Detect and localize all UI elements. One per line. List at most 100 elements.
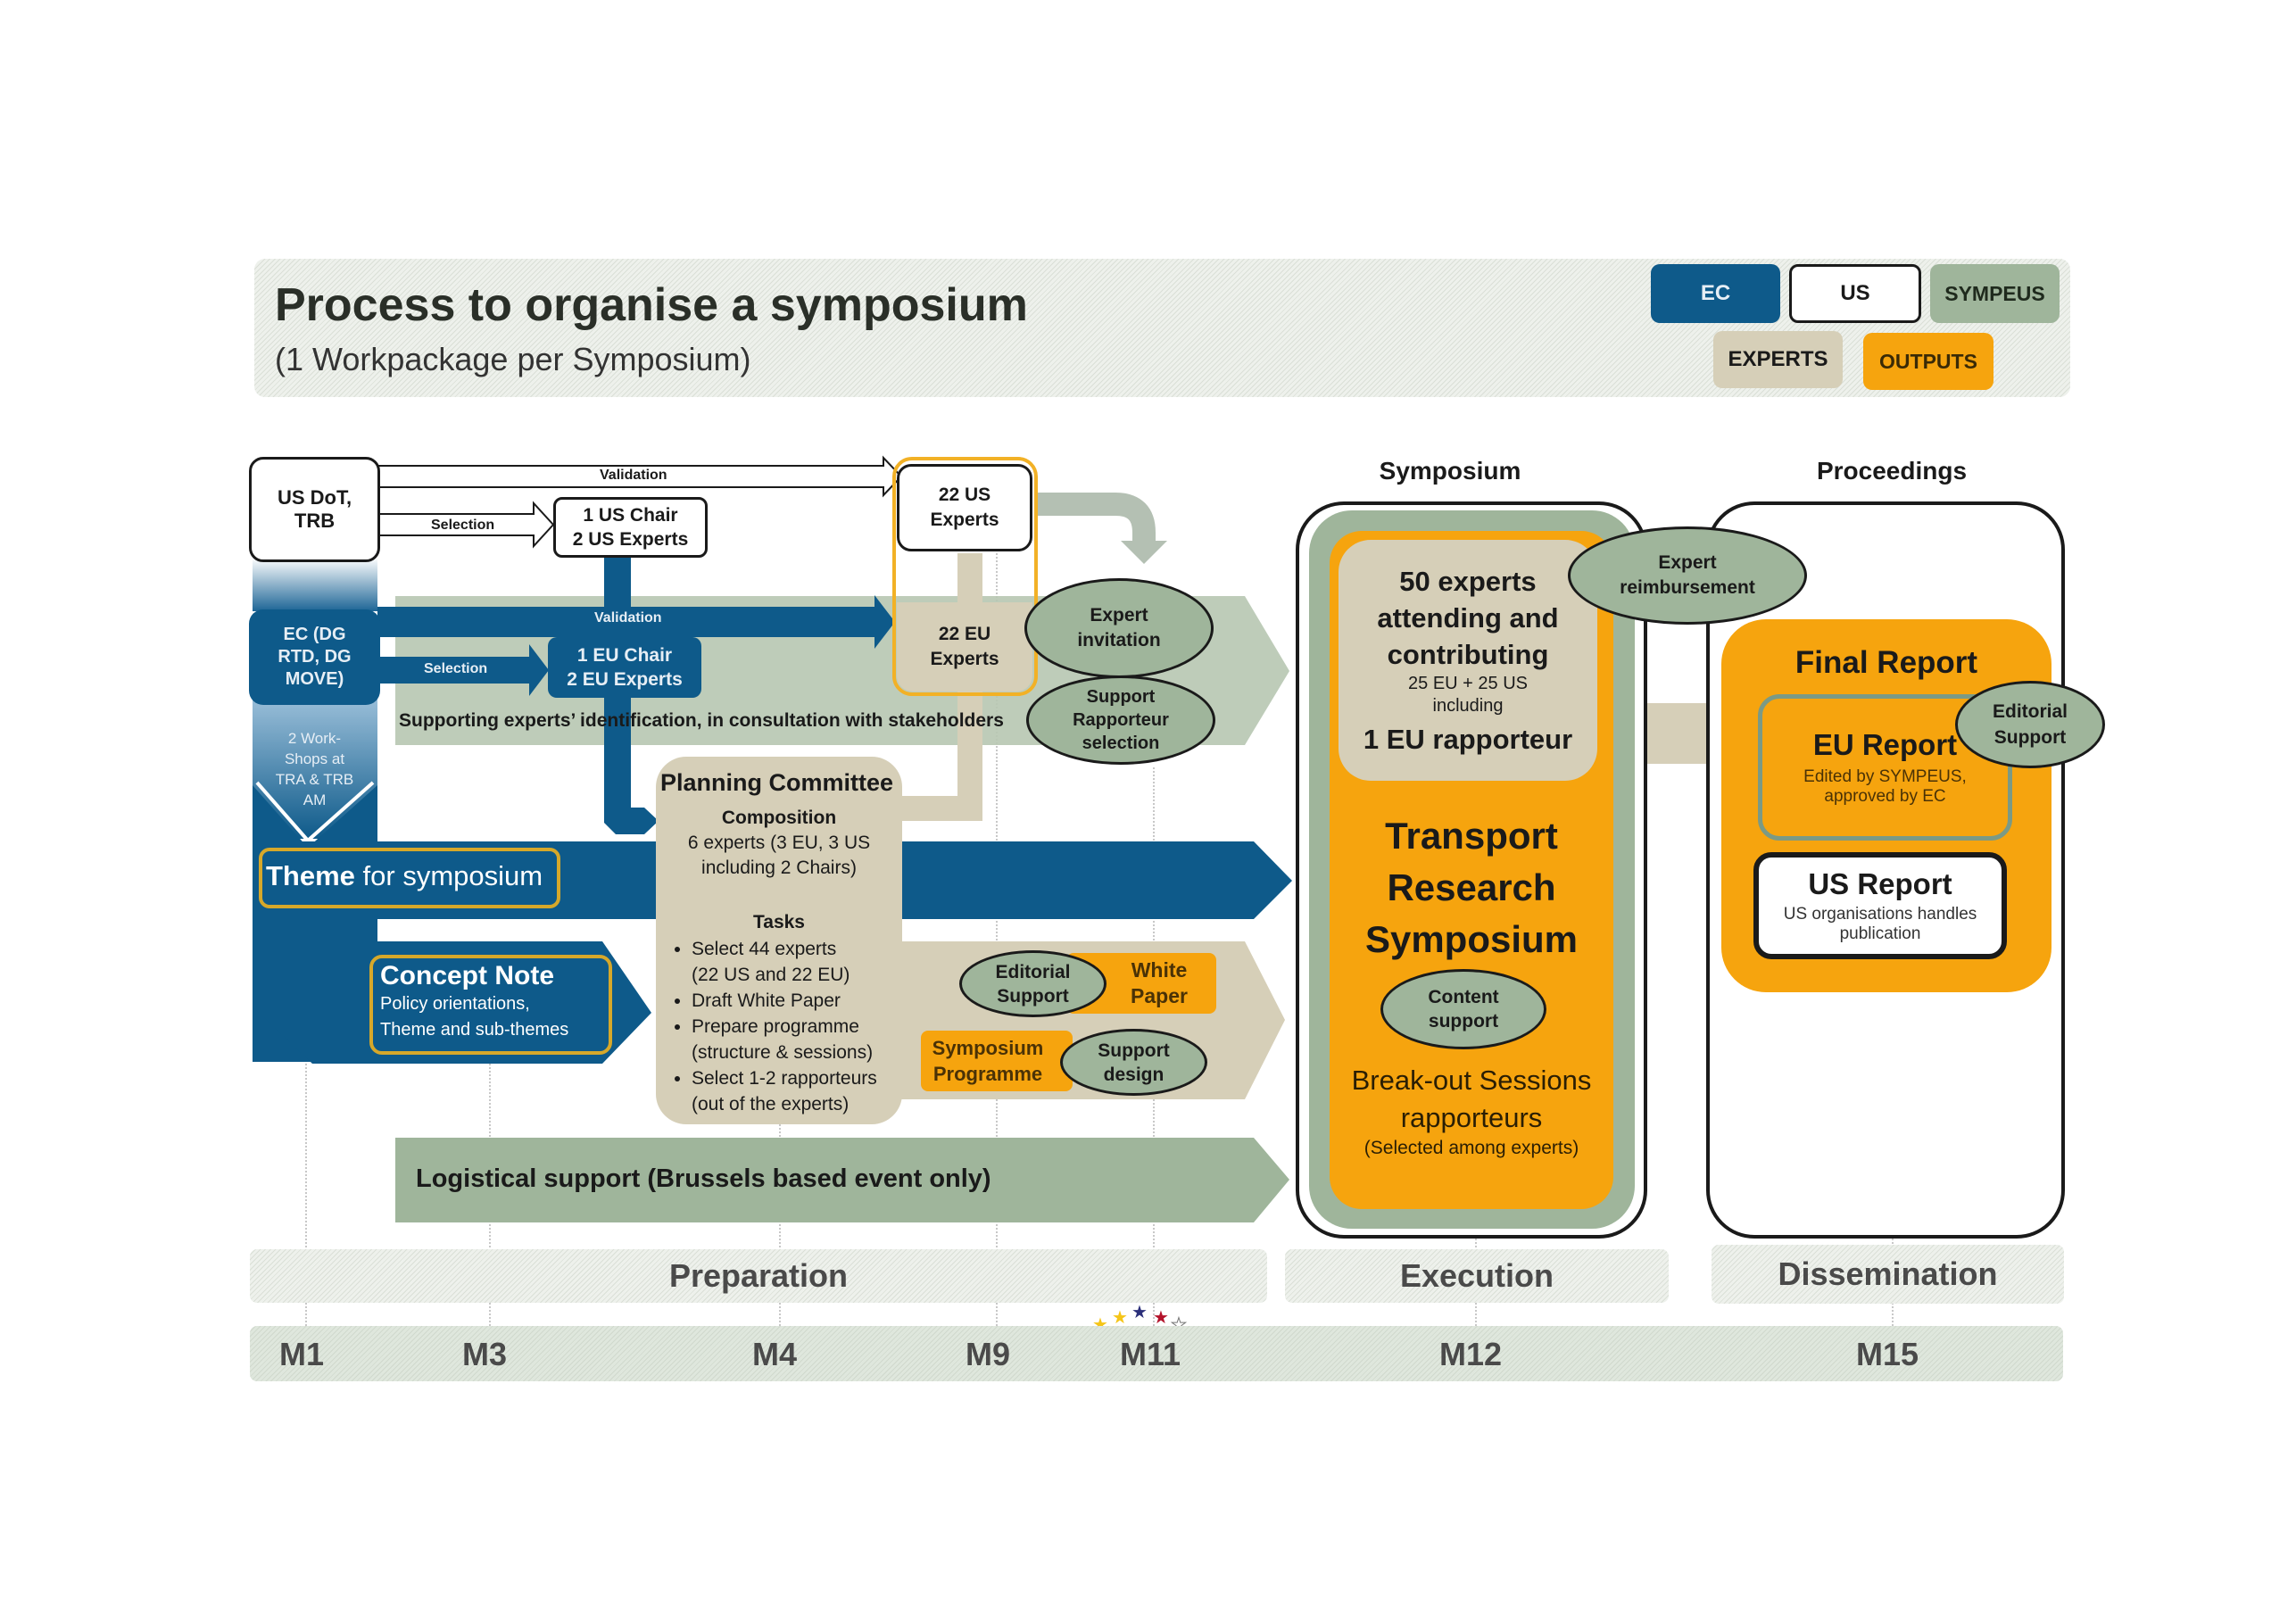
ellipse-line: invitation [1077,630,1161,650]
symposium-heading: Symposium [1379,457,1521,485]
tasks-label: Tasks [753,912,805,932]
ec-selection-arrowhead [529,644,549,696]
experts-line: contributing [1387,639,1549,670]
symposium-title-line: Research [1387,866,1556,908]
concept-title: Concept Note [380,961,554,990]
concept-line: Policy orientations, [380,994,530,1014]
experts-line: attending and [1377,602,1559,634]
legend-sympeus: SYMPEUS [1930,264,2060,323]
eu-experts-line: Experts [930,649,999,669]
phase-label: Preparation [668,1257,849,1294]
tasks-list: Select 44 experts(22 US and 22 EU) Draft… [660,936,901,1117]
us-selection-arrow [377,501,555,549]
experts-frame [892,457,1038,696]
ellipse-line: selection [1082,733,1160,753]
symposium-title: Transport Research Symposium [1330,810,1613,965]
phase-label: Execution [1399,1257,1554,1294]
experts-connector-horizontal [892,796,982,821]
ellipse-line: Expert [1658,552,1717,573]
us-report-note: publication [1839,924,1921,943]
logistics-band [395,1138,1289,1222]
legend-us-label: US [1840,281,1870,305]
symposium-title-line: Transport [1385,815,1558,857]
output-line: Symposium [932,1037,1044,1059]
month-label: M3 [462,1336,508,1372]
symposium-title-line: Symposium [1364,918,1579,960]
eu-report-title: EU Report [1812,728,1958,761]
output-line: Programme [932,1063,1043,1085]
eu-report-box: EU Report Edited by SYMPEUS, approved by… [1758,694,2012,841]
us-chair-box: 1 US Chair 2 US Experts [553,497,708,558]
ec-actor-label: EC (DG RTD, DG MOVE) [278,625,352,689]
experts-line: 50 experts [1399,566,1537,597]
symposium-experts-box: 50 experts attending and contributing 25… [1339,540,1597,781]
planning-composition: Composition 6 experts (3 EU, 3 US includ… [656,806,902,881]
ellipse-line: Support [1098,1040,1170,1061]
us-actor-label: US DoT, TRB [277,486,352,532]
month-label: M1 [279,1336,325,1372]
month-label: M12 [1439,1336,1503,1372]
eu-us-stars-icon: ★ ★ ★ ★ ★ [1089,1298,1196,1336]
output-line: White [1131,958,1188,982]
legend-experts: EXPERTS [1713,331,1843,388]
us-experts-curve-arrow [1038,493,1156,544]
chair-connector-head [604,808,659,834]
workshop-chevron-outline [255,781,375,843]
ec-actor-box: EC (DG RTD, DG MOVE) [249,609,380,705]
ellipse-line: Support [1993,727,2067,748]
breakout-sessions: Break-out Sessions rapporteurs (Selected… [1330,1062,1613,1160]
stars-svg: ★ ★ ★ ★ ★ [1092,1303,1187,1336]
breakout-line: rapporteurs [1400,1102,1543,1133]
phase-label: Dissemination [1778,1255,1998,1292]
ellipse-line: Editorial [1992,701,2068,722]
proceedings-heading: Proceedings [1816,457,1968,485]
eu-chair-line: 2 EU Experts [567,669,683,690]
us-report-box: US Report US organisations handles publi… [1753,852,2007,959]
star-icon: ★ [1131,1303,1148,1322]
eu-chair-box: 1 EU Chair 2 EU Experts [548,637,701,698]
legend-us: US [1789,264,1921,323]
breakout-note: (Selected among experts) [1364,1138,1579,1158]
us-dot-trb-box: US DoT, TRB [249,457,380,562]
experts-split: including [1432,696,1504,716]
concept-note-box: Concept Note Policy orientations, Theme … [369,955,612,1055]
breakout-line: Break-out Sessions [1351,1065,1592,1096]
workshops-label: 2 Work-Shops at TRA & TRB AM [275,730,354,808]
ec-selection-label: Selection [424,661,488,676]
task-item: Prepare programme(structure & sessions) [692,1014,901,1065]
us-experts-line: Experts [930,510,999,530]
legend-outputs: OUTPUTS [1863,333,1993,390]
ellipse-line: Support [997,985,1069,1007]
eu-report-note: approved by EC [1824,787,1946,806]
support-design-ellipse: Support design [1060,1029,1207,1096]
legend-experts-label: EXPERTS [1728,347,1828,371]
ellipse-line: Rapporteur [1073,710,1169,730]
planning-committee-box [656,757,902,1124]
experts-split: 25 EU + 25 US [1408,674,1528,693]
theme-rest: for symposium [354,860,543,891]
content-support-ellipse: Content support [1380,969,1546,1049]
us-selection-label: Selection [431,518,495,533]
phase-execution: Execution [1285,1249,1669,1303]
month-label: M4 [752,1336,798,1372]
us-experts-box: 22 US Experts [897,464,1032,551]
legend-sympeus-label: SYMPEUS [1944,281,2045,305]
eu-chair-line: 1 EU Chair [576,645,673,666]
us-chair-line: 2 US Experts [572,529,689,550]
task-item: Select 1-2 rapporteurs(out of the expert… [692,1065,901,1117]
theme-box: Theme for symposium [259,848,560,908]
us-experts-curve-arrowhead [1121,541,1167,564]
us-chair-line: 1 US Chair [583,505,678,526]
month-label: M15 [1856,1336,1919,1372]
page-subtitle: (1 Workpackage per Symposium) [275,341,751,377]
legend-ec: EC [1651,264,1780,323]
month-label: M11 [1120,1336,1181,1372]
expert-reimbursement-ellipse: Expert reimbursement [1568,526,1807,625]
months-bar [250,1326,2063,1381]
eu-experts-line: 22 EU [938,624,991,644]
star-icon: ★ [1153,1308,1169,1328]
rapporteur-label: 1 EU rapporteur [1363,724,1573,755]
concept-line: Theme and sub-themes [380,1020,569,1040]
theme-bold: Theme [266,860,355,891]
ec-column-fade [253,558,377,611]
